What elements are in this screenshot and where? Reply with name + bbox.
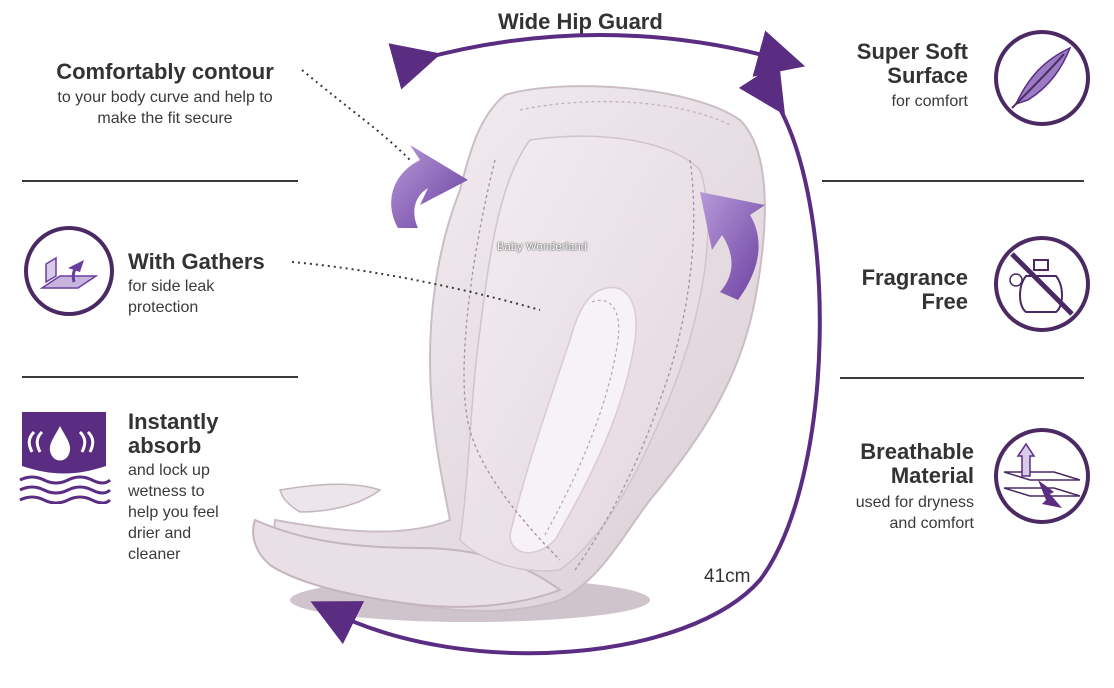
feature-fragrance-title-1: Fragrance: [861, 265, 968, 290]
feature-breathable-title-1: Breathable: [860, 439, 974, 464]
feature-gathers-title: With Gathers: [128, 249, 265, 274]
hip-guard-arrow: [388, 30, 806, 90]
divider-right-2: [840, 377, 1084, 379]
feature-contour-desc-1: to your body curve and help to: [57, 89, 273, 106]
feature-gathers-desc-2: protection: [128, 299, 199, 316]
no-perfume-icon: [994, 236, 1090, 332]
feature-breathable: Breathable Material used for dryness and…: [800, 440, 974, 534]
length-label: 41cm: [704, 566, 751, 587]
feature-absorb-desc-3: help you feel: [128, 504, 219, 521]
feature-absorb: Instantly absorb and lock up wetness to …: [128, 410, 298, 565]
feature-fragrance-title-2: Free: [921, 289, 968, 314]
leader-gathers: [291, 261, 541, 311]
feature-breathable-desc-2: and comfort: [889, 515, 974, 532]
feature-absorb-desc-5: cleaner: [128, 546, 181, 563]
feather-icon: [994, 30, 1090, 126]
feature-contour-desc-2: make the fit secure: [97, 110, 233, 127]
feature-gathers: With Gathers for side leak protection: [128, 250, 308, 318]
breathable-layers-icon: [994, 428, 1090, 524]
feature-gathers-desc-1: for side leak: [128, 278, 215, 295]
feature-contour: Comfortably contour to your body curve a…: [30, 60, 300, 129]
feature-absorb-title-2: absorb: [128, 433, 202, 458]
feature-absorb-desc-4: drier and: [128, 525, 192, 542]
feature-soft-desc-1: for comfort: [891, 93, 968, 110]
length-arc: [310, 61, 822, 656]
feature-absorb-title-1: Instantly: [128, 409, 219, 434]
divider-left-1: [22, 180, 298, 182]
wide-hip-guard-title: Wide Hip Guard: [498, 9, 663, 34]
feature-breathable-title-2: Material: [890, 463, 974, 488]
feature-absorb-desc-1: and lock up: [128, 462, 210, 479]
watermark-text: Baby Wonderland: [497, 241, 588, 253]
feature-absorb-desc-2: wetness to: [128, 483, 205, 500]
feature-soft-title-1: Super Soft: [856, 39, 968, 64]
feature-fragrance-free: Fragrance Free: [800, 266, 968, 314]
leader-contour: [301, 69, 411, 161]
gathers-icon: [24, 226, 114, 316]
feature-contour-title: Comfortably contour: [56, 59, 274, 84]
feature-breathable-desc-1: used for dryness: [855, 494, 974, 511]
absorb-icon: [16, 408, 112, 505]
divider-right-1: [822, 180, 1084, 182]
feature-soft-surface: Super Soft Surface for comfort: [800, 40, 968, 112]
feature-soft-title-2: Surface: [887, 63, 968, 88]
divider-left-2: [22, 376, 298, 378]
